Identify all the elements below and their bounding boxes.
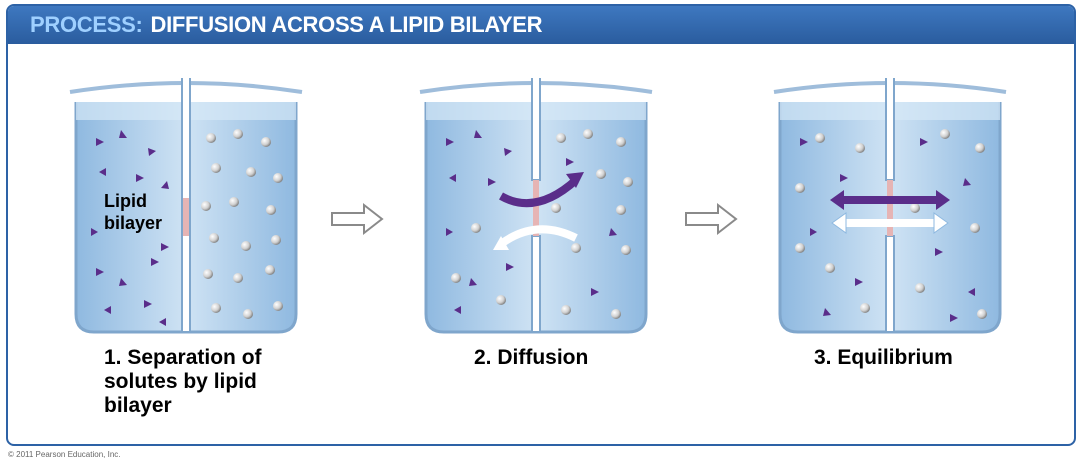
header-title: DIFFUSION ACROSS A LIPID BILAYER: [150, 12, 543, 37]
step-1-caption: 1. Separation of solutes by lipid bilaye…: [104, 346, 262, 418]
step-1-caption-line3: bilayer: [104, 394, 172, 417]
step-arrow-1: [331, 202, 384, 236]
header-prefix: PROCESS:: [30, 12, 143, 37]
step-arrow-2: [685, 202, 738, 236]
step-1-caption-line1: 1. Separation of: [104, 346, 262, 369]
copyright-text: © 2011 Pearson Education, Inc.: [8, 450, 121, 459]
bilayer-label-line1: Lipid: [104, 191, 147, 211]
figure-header: PROCESS: DIFFUSION ACROSS A LIPID BILAYE…: [8, 6, 1074, 44]
lipid-bilayer-label: Lipid bilayer: [104, 190, 162, 234]
step-3-caption: 3. Equilibrium: [814, 346, 953, 369]
bilayer-label-line2: bilayer: [104, 213, 163, 233]
beaker-1: [69, 78, 303, 334]
beaker-3: [773, 78, 1007, 334]
step-2-caption: 2. Diffusion: [474, 346, 589, 369]
beaker-2: [419, 78, 653, 334]
step-1-caption-line2: solutes by lipid: [104, 370, 257, 393]
